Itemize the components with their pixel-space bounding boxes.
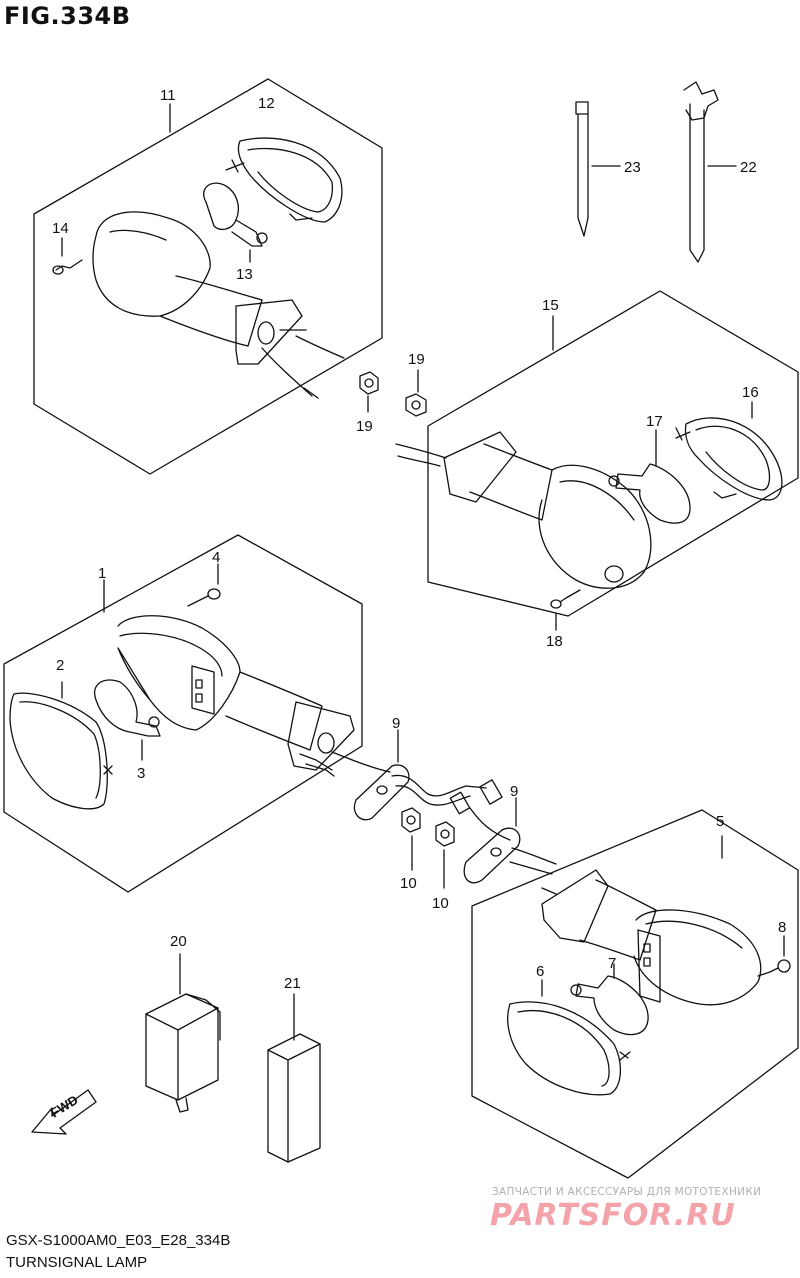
assembly-box-11	[33, 78, 383, 475]
callout-3: 3	[137, 765, 145, 782]
callout-9-left: 9	[392, 715, 400, 732]
callout-15: 15	[542, 297, 559, 314]
callout-2: 2	[56, 657, 64, 674]
section-name: TURNSIGNAL LAMP	[6, 1254, 148, 1271]
part-lens-6	[507, 1001, 631, 1096]
callout-7: 7	[608, 955, 616, 972]
callout-9-right: 9	[510, 783, 518, 800]
part-housing-15	[395, 431, 652, 589]
assembly-box-5	[471, 809, 799, 1179]
part-relay-20	[145, 993, 221, 1113]
part-gasket-9-left	[353, 729, 410, 821]
part-screw-8	[757, 935, 791, 977]
part-pad-21	[267, 1033, 321, 1163]
callout-4: 4	[212, 549, 220, 566]
part-housing-5	[509, 847, 762, 1006]
callout-14: 14	[52, 220, 69, 237]
part-bulb-13	[203, 182, 268, 247]
callout-12: 12	[258, 95, 275, 112]
part-wire-harness	[391, 774, 511, 841]
model-code: GSX-S1000AM0_E03_E28_334B	[6, 1232, 231, 1249]
callout-23: 23	[624, 159, 641, 176]
watermark-tagline: ЗАПЧАСТИ И АКСЕССУАРЫ ДЛЯ МОТОТЕХНИКИ	[492, 1186, 762, 1198]
part-housing-1	[117, 615, 391, 777]
callout-8: 8	[778, 919, 786, 936]
part-bulb-7	[570, 975, 649, 1036]
callout-10-left: 10	[400, 875, 417, 892]
callout-21: 21	[284, 975, 301, 992]
callout-19-left: 19	[356, 418, 373, 435]
part-lens-16	[675, 417, 783, 501]
part-gasket-9-right	[463, 797, 521, 884]
callout-5: 5	[716, 813, 724, 830]
assembly-box-15	[427, 290, 799, 617]
part-screw-18	[550, 589, 581, 631]
callout-13: 13	[236, 266, 253, 283]
part-nut-10-left	[401, 807, 421, 871]
callout-6: 6	[536, 963, 544, 980]
part-screw-4	[187, 563, 221, 607]
watermark-logo: PARTSFOR.RU	[490, 1198, 736, 1233]
callout-11: 11	[160, 87, 176, 104]
callout-labels: 11 12 13 14 19 19 15 16 17 18 1 2 3 4 9 …	[48, 87, 787, 1121]
part-nut-10-right	[435, 821, 455, 889]
part-clamp-22	[683, 81, 737, 263]
callout-17: 17	[646, 413, 663, 430]
fwd-arrow-icon	[31, 1089, 97, 1135]
figure-title: FIG.334B	[4, 2, 131, 30]
callout-20: 20	[170, 933, 187, 950]
part-bulb-3	[94, 679, 161, 737]
part-screw-14	[52, 237, 83, 275]
callout-16: 16	[742, 384, 759, 401]
part-lens-12	[225, 137, 343, 223]
callout-1: 1	[98, 565, 106, 582]
callout-18: 18	[546, 633, 563, 650]
part-housing-11	[92, 211, 345, 399]
callout-19-right: 19	[408, 351, 425, 368]
part-nut-19-right	[405, 369, 427, 417]
part-lens-2	[9, 692, 113, 810]
part-cable-tie-23	[575, 101, 621, 237]
part-bulb-17	[608, 463, 691, 524]
assembly-box-1	[3, 534, 363, 893]
part-nut-19-left	[359, 371, 379, 413]
callout-22: 22	[740, 159, 757, 176]
callout-10-right: 10	[432, 895, 449, 912]
